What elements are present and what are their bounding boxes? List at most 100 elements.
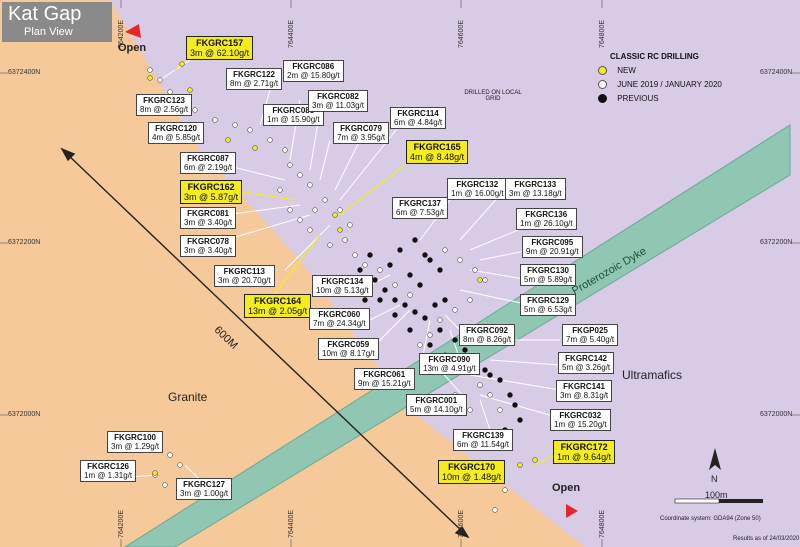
drill-hole-previous bbox=[462, 347, 468, 353]
drill-hole-recent bbox=[342, 237, 348, 243]
drill-hole-previous bbox=[427, 342, 433, 348]
drill-hole-previous bbox=[367, 252, 373, 258]
drill-hole-recent bbox=[167, 452, 173, 458]
northing-label: 6372200N bbox=[760, 239, 793, 246]
drill-hole-new bbox=[152, 470, 158, 476]
open-arrow-bottom bbox=[566, 504, 578, 518]
scale-label: 100m bbox=[705, 490, 728, 500]
drill-hole-recent bbox=[407, 292, 413, 298]
drill-hole-previous bbox=[432, 302, 438, 308]
drill-hole-recent bbox=[247, 127, 253, 133]
ultramafics-label: Ultramafics bbox=[622, 368, 683, 382]
drill-hole-previous bbox=[482, 367, 488, 373]
drill-hole-previous bbox=[487, 372, 493, 378]
drill-hole-previous bbox=[422, 315, 428, 321]
drill-hole-previous bbox=[517, 417, 523, 423]
drill-hole-recent bbox=[337, 207, 343, 213]
drill-hole-recent bbox=[147, 67, 153, 73]
drill-hole-previous bbox=[412, 309, 418, 315]
drill-hole-previous bbox=[402, 302, 408, 308]
drill-hole-recent bbox=[307, 182, 313, 188]
legend-swatch-previous bbox=[598, 94, 607, 104]
scale-bar bbox=[674, 498, 763, 504]
drill-hole-recent bbox=[192, 107, 198, 113]
northing-label: 6372200N bbox=[8, 239, 41, 246]
northing-label: 6372400N bbox=[760, 69, 793, 76]
distance-arrow bbox=[60, 147, 470, 539]
drill-hole-recent bbox=[427, 332, 433, 338]
northing-label: 6372000N bbox=[8, 411, 41, 418]
drill-hole-recent bbox=[497, 407, 503, 413]
drill-hole-previous bbox=[397, 247, 403, 253]
drill-hole-recent bbox=[362, 262, 368, 268]
legend-label: NEW bbox=[617, 66, 636, 75]
northing-label: 6372000N bbox=[760, 411, 793, 418]
drill-hole-recent bbox=[457, 257, 463, 263]
easting-label: 764200E bbox=[118, 19, 125, 48]
drill-hole-previous bbox=[387, 262, 393, 268]
drill-hole-recent bbox=[482, 277, 488, 283]
drill-hole-new bbox=[225, 137, 231, 143]
drill-hole-recent bbox=[467, 407, 473, 413]
drill-hole-recent bbox=[282, 147, 288, 153]
drill-hole-previous bbox=[377, 297, 383, 303]
drill-hole-previous bbox=[382, 287, 388, 293]
legend-heading: CLASSIC RC DRILLING bbox=[610, 52, 699, 61]
drill-hole-recent bbox=[487, 392, 493, 398]
drill-hole-previous bbox=[442, 297, 448, 303]
drill-hole-recent bbox=[377, 267, 383, 273]
drill-hole-new bbox=[337, 227, 343, 233]
drill-hole-recent bbox=[352, 252, 358, 258]
results-date: Results as of 24/03/2020 bbox=[733, 536, 800, 542]
drill-hole-recent bbox=[327, 242, 333, 248]
drill-hole-recent bbox=[287, 162, 293, 168]
drill-hole-previous bbox=[427, 257, 433, 263]
drill-hole-previous bbox=[362, 297, 368, 303]
page-title: Kat Gap bbox=[8, 3, 82, 25]
drill-hole-previous bbox=[422, 252, 428, 258]
granite-label: Granite bbox=[168, 390, 208, 404]
drill-holes bbox=[147, 61, 538, 513]
drill-hole-recent bbox=[277, 187, 283, 193]
page-subtitle: Plan View bbox=[24, 26, 73, 38]
drill-hole-recent bbox=[162, 482, 168, 488]
drill-hole-new bbox=[147, 75, 153, 81]
legend-label: PREVIOUS bbox=[617, 94, 659, 103]
drill-hole-recent bbox=[232, 122, 238, 128]
drill-hole-new bbox=[532, 457, 538, 463]
legend-item-previous: PREVIOUS bbox=[598, 94, 659, 104]
drill-hole-recent bbox=[392, 282, 398, 288]
drill-hole-recent bbox=[212, 117, 218, 123]
drill-hole-previous bbox=[392, 312, 398, 318]
open-label-bottom: Open bbox=[552, 482, 581, 494]
ultramafics-zone bbox=[110, 0, 800, 547]
drill-hole-recent bbox=[467, 297, 473, 303]
drill-hole-recent bbox=[492, 507, 498, 513]
easting-label: 764400E bbox=[288, 509, 295, 538]
